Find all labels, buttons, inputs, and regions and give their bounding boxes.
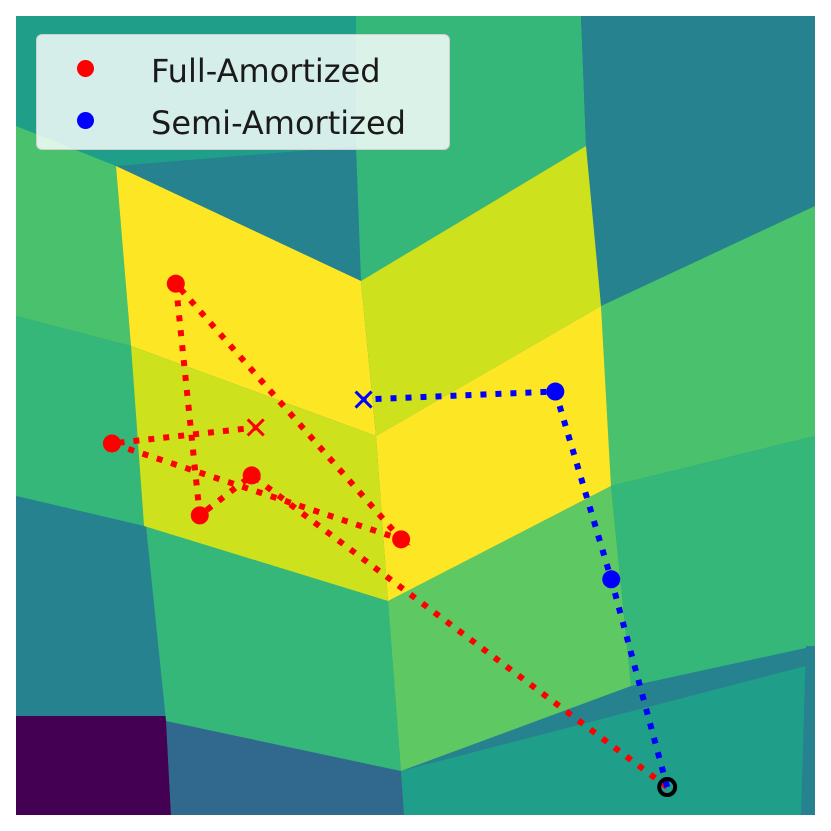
series-full-amortized xyxy=(102,274,669,790)
bg-region-yellow-left xyxy=(116,166,376,436)
target-point xyxy=(657,777,678,798)
legend-marker-semi-amortized xyxy=(77,112,94,129)
data-point-semi-amortized xyxy=(602,570,621,589)
bg-region-yellow-right xyxy=(376,306,611,601)
bg-region-lower-center xyxy=(388,486,631,771)
data-point-full-amortized xyxy=(392,530,411,549)
bg-region-left-lower xyxy=(16,316,144,526)
bg-region-bottom-left-dark xyxy=(16,716,171,815)
legend-marker-full-amortized xyxy=(77,60,94,77)
bg-region-top-right xyxy=(581,16,815,306)
data-point-full-amortized xyxy=(242,466,261,485)
legend: Full-Amortized Semi-Amortized xyxy=(36,34,450,150)
legend-entry-full-amortized: Full-Amortized xyxy=(37,48,449,90)
bg-region-bottom-steel xyxy=(166,721,404,815)
data-point-full-amortized xyxy=(166,274,185,293)
series-semi-amortized xyxy=(354,382,671,788)
data-point-semi-amortized xyxy=(546,382,565,401)
bg-region-right-lower xyxy=(611,436,815,686)
legend-entry-semi-amortized: Semi-Amortized xyxy=(37,100,449,142)
bg-region-lime-right-upper xyxy=(361,146,601,436)
bg-region-lower-middle xyxy=(146,526,401,771)
bg-region-right-mid xyxy=(601,206,815,486)
series-path-semi-amortized xyxy=(363,388,671,788)
data-layer xyxy=(102,274,678,798)
data-point-full-amortized xyxy=(190,506,209,525)
bg-region-left-upper xyxy=(16,126,131,346)
bg-region-bottom-right xyxy=(801,646,815,815)
final-x-marker-semi-amortized xyxy=(354,390,373,409)
bg-region-left-bottom xyxy=(16,496,154,736)
legend-label-full-amortized: Full-Amortized xyxy=(151,52,381,90)
data-point-full-amortized xyxy=(102,434,121,453)
final-x-marker-full-amortized xyxy=(246,418,265,437)
legend-label-semi-amortized: Semi-Amortized xyxy=(151,104,406,142)
